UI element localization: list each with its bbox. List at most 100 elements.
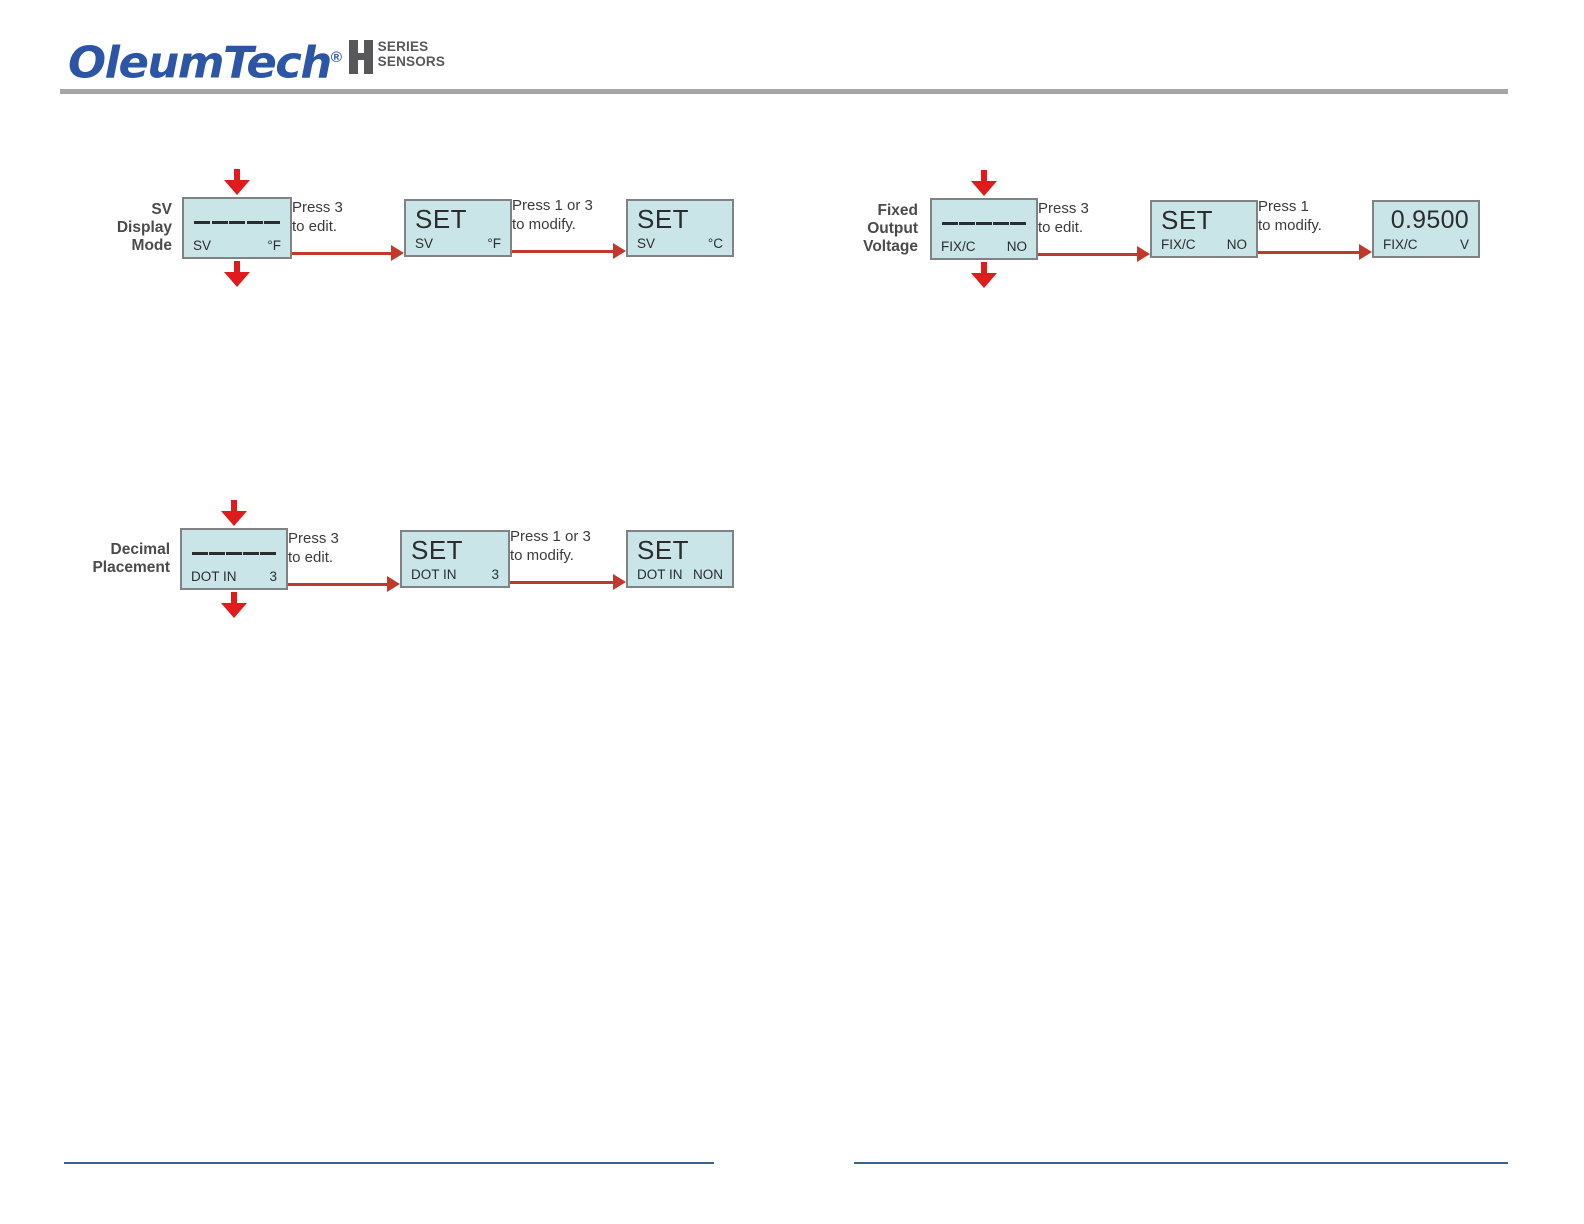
lcd-blank-dashes xyxy=(193,210,281,234)
flow-arrow-right-icon xyxy=(1258,244,1372,260)
lcd-sub-right: 3 xyxy=(269,569,277,584)
footer-divider-right xyxy=(854,1162,1508,1164)
lcd-sub-labels: FIX/C NO xyxy=(1161,238,1247,252)
flow-step-1: Press 3 to edit. xyxy=(1038,197,1150,262)
arrow-head xyxy=(391,245,404,261)
dash-segment xyxy=(194,220,210,224)
lcd-main-value: SET xyxy=(411,535,464,565)
arrow-down-icon-bottom xyxy=(221,592,247,618)
lcd-main-value: SET xyxy=(637,535,690,565)
lcd-screen-fix-set-no: SET FIX/C NO xyxy=(1150,200,1258,258)
arrow-down-icon-bottom xyxy=(971,262,997,288)
lcd-main-value: SET xyxy=(1161,205,1214,235)
flow-arrow-right-icon xyxy=(288,576,400,592)
dash-segment xyxy=(260,551,276,555)
arrow-down-icon-top xyxy=(971,170,997,196)
step-caption-2: Press 1 or 3 to modify. xyxy=(510,528,591,564)
lcd-sub-labels: SV °F xyxy=(193,239,281,253)
arrow-down-icon-top xyxy=(224,169,250,195)
oleumtech-logo: OleumTech® SERIES SENSORS xyxy=(68,36,445,86)
dash-segment xyxy=(229,220,245,224)
lcd-sub-labels: DOT IN 3 xyxy=(411,568,499,582)
arrow-head xyxy=(224,180,250,195)
arrow-shaft xyxy=(288,582,387,586)
lcd-sub-labels: SV°F xyxy=(415,237,501,251)
dash-segment xyxy=(209,551,225,555)
flow-step-2: Press 1 to modify. xyxy=(1258,197,1372,261)
arrow-down-icon-top xyxy=(221,500,247,526)
arrow-stem xyxy=(231,500,237,513)
lcd-sub-left: FIX/C xyxy=(1161,237,1196,252)
lcd-sub-left: FIX/C xyxy=(941,239,976,254)
arrow-down-icon-bottom xyxy=(224,261,250,287)
lcd-sub-right: NO xyxy=(1006,239,1027,254)
h-bar-right xyxy=(363,40,373,74)
lcd-sub-right: NON xyxy=(693,567,723,582)
lcd-sub-labels: FIX/C NO xyxy=(941,240,1027,254)
page-header: OleumTech® SERIES SENSORS xyxy=(0,0,1584,100)
lcd-sub-right: V xyxy=(1459,237,1469,252)
footer-divider-left xyxy=(64,1162,714,1164)
lcd-sub-left: FIX/C xyxy=(1383,237,1418,252)
brand-wordmark: OleumTech® xyxy=(68,36,342,86)
arrow-shaft xyxy=(512,249,613,253)
lcd-sub-right: °C xyxy=(707,236,723,251)
series-line-2: SENSORS xyxy=(377,53,446,69)
lcd-sub-right: °F xyxy=(487,236,501,251)
dash-segment xyxy=(976,221,992,225)
header-divider xyxy=(60,89,1508,94)
lcd-sub-right: 3 xyxy=(491,567,499,582)
dash-segment xyxy=(942,221,958,225)
flow-step-2: Press 1 or 3 to modify. xyxy=(512,196,626,260)
h-crossbar xyxy=(355,53,367,60)
flow-step-1: Press 3 to edit. xyxy=(288,527,400,592)
dash-segment xyxy=(192,551,208,555)
lcd-blank-dashes xyxy=(941,211,1027,235)
dash-segment xyxy=(993,221,1009,225)
lcd-sub-left: DOT IN xyxy=(191,569,237,584)
step-caption-2: Press 1 or 3 to modify. xyxy=(512,197,593,233)
arrow-stem xyxy=(981,262,987,275)
arrow-head xyxy=(221,511,247,526)
dash-segment xyxy=(1010,221,1026,225)
lcd-screen-dot-initial: DOT IN 3 xyxy=(180,500,288,618)
arrow-shaft xyxy=(1258,250,1359,254)
flow-arrow-right-icon xyxy=(510,574,626,590)
arrow-shaft xyxy=(1038,252,1137,256)
lcd-sub-labels: SV °C xyxy=(637,237,723,251)
flow-step-1: Press 3 to edit. xyxy=(292,196,404,261)
arrow-stem xyxy=(981,170,987,183)
dash-segment xyxy=(264,220,280,224)
arrow-stem xyxy=(231,592,237,605)
arrow-head xyxy=(613,574,626,590)
series-line-1: SERIES xyxy=(377,39,429,54)
lcd-screen-fix-initial: FIX/C NO xyxy=(930,170,1038,288)
dash-segment xyxy=(246,220,263,224)
lcd-sub-right: NO xyxy=(1226,237,1247,252)
lcd-sub-left: SV xyxy=(637,236,656,251)
flow-label-decimal-placement: Decimal Placement xyxy=(92,541,170,576)
arrow-head xyxy=(1137,246,1150,262)
lcd-sub-right: °F xyxy=(267,238,281,253)
arrow-head xyxy=(971,273,997,288)
flow-arrow-right-icon xyxy=(292,245,404,261)
flow-label-sv-display-mode: SV Display Mode xyxy=(116,201,172,254)
lcd-sub-left: DOT IN xyxy=(411,567,457,582)
dash-segment xyxy=(211,220,228,224)
registered-trademark-icon: ® xyxy=(330,49,343,66)
lcd-screen-dot-set-3: SET DOT IN 3 xyxy=(400,530,510,588)
lcd-sub-labels: FIX/C V xyxy=(1383,238,1469,252)
arrow-head xyxy=(613,243,626,259)
h-bar-left xyxy=(348,40,358,74)
lcd-blank-dashes xyxy=(191,541,277,565)
lcd-sub-labels: DOT IN 3 xyxy=(191,570,277,584)
dash-segment xyxy=(226,551,242,555)
step-caption-1: Press 3 to edit. xyxy=(288,530,339,566)
lcd-sub-left: SV xyxy=(193,238,212,253)
flow-arrow-right-icon xyxy=(1038,246,1150,262)
